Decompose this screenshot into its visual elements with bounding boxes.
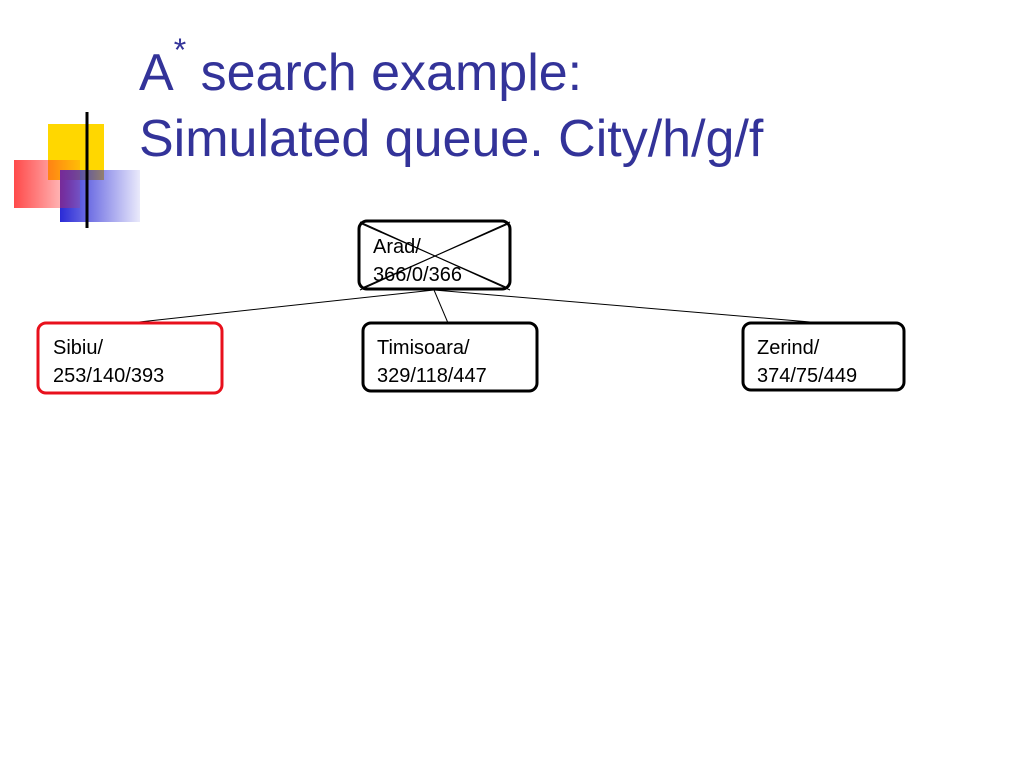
title-line-1: A* search example: (139, 34, 763, 106)
node-zerind-values: 374/75/449 (757, 365, 858, 387)
title-search-example: search example: (186, 44, 583, 102)
node-timisoara-values: 329/118/447 (377, 365, 487, 387)
decor-red-square (14, 160, 80, 208)
title-a: A (139, 44, 174, 102)
node-arad: Arad/ 366/0/366 (373, 233, 462, 289)
cross-out-overlay-2 (361, 223, 509, 289)
node-box-sibiu (36, 321, 224, 395)
title-line-2: Simulated queue. City/h/g/f (139, 110, 764, 168)
node-timisoara-city: Timisoara/ (377, 337, 470, 359)
node-timisoara: Timisoara/ 329/118/447 (377, 334, 487, 390)
node-sibiu: Sibiu/ 253/140/393 (53, 334, 164, 390)
edge-arad-zerind (433, 289, 823, 324)
node-zerind-city: Zerind/ (757, 337, 820, 359)
slide-title: A* search example: Simulated queue. City… (139, 34, 764, 172)
node-sibiu-city: Sibiu/ (53, 337, 104, 359)
title-asterisk: * (173, 32, 187, 68)
node-arad-values: 366/0/366 (373, 264, 462, 286)
edge-arad-sibiu (129, 289, 435, 324)
node-zerind: Zerind/ 374/75/449 (757, 334, 857, 390)
node-box-timisoara (361, 321, 539, 393)
edge-arad-timisoara (433, 289, 449, 324)
node-sibiu-values: 253/140/393 (53, 365, 165, 387)
node-arad-city: Arad/ (373, 236, 421, 258)
node-box-zerind (741, 321, 906, 392)
